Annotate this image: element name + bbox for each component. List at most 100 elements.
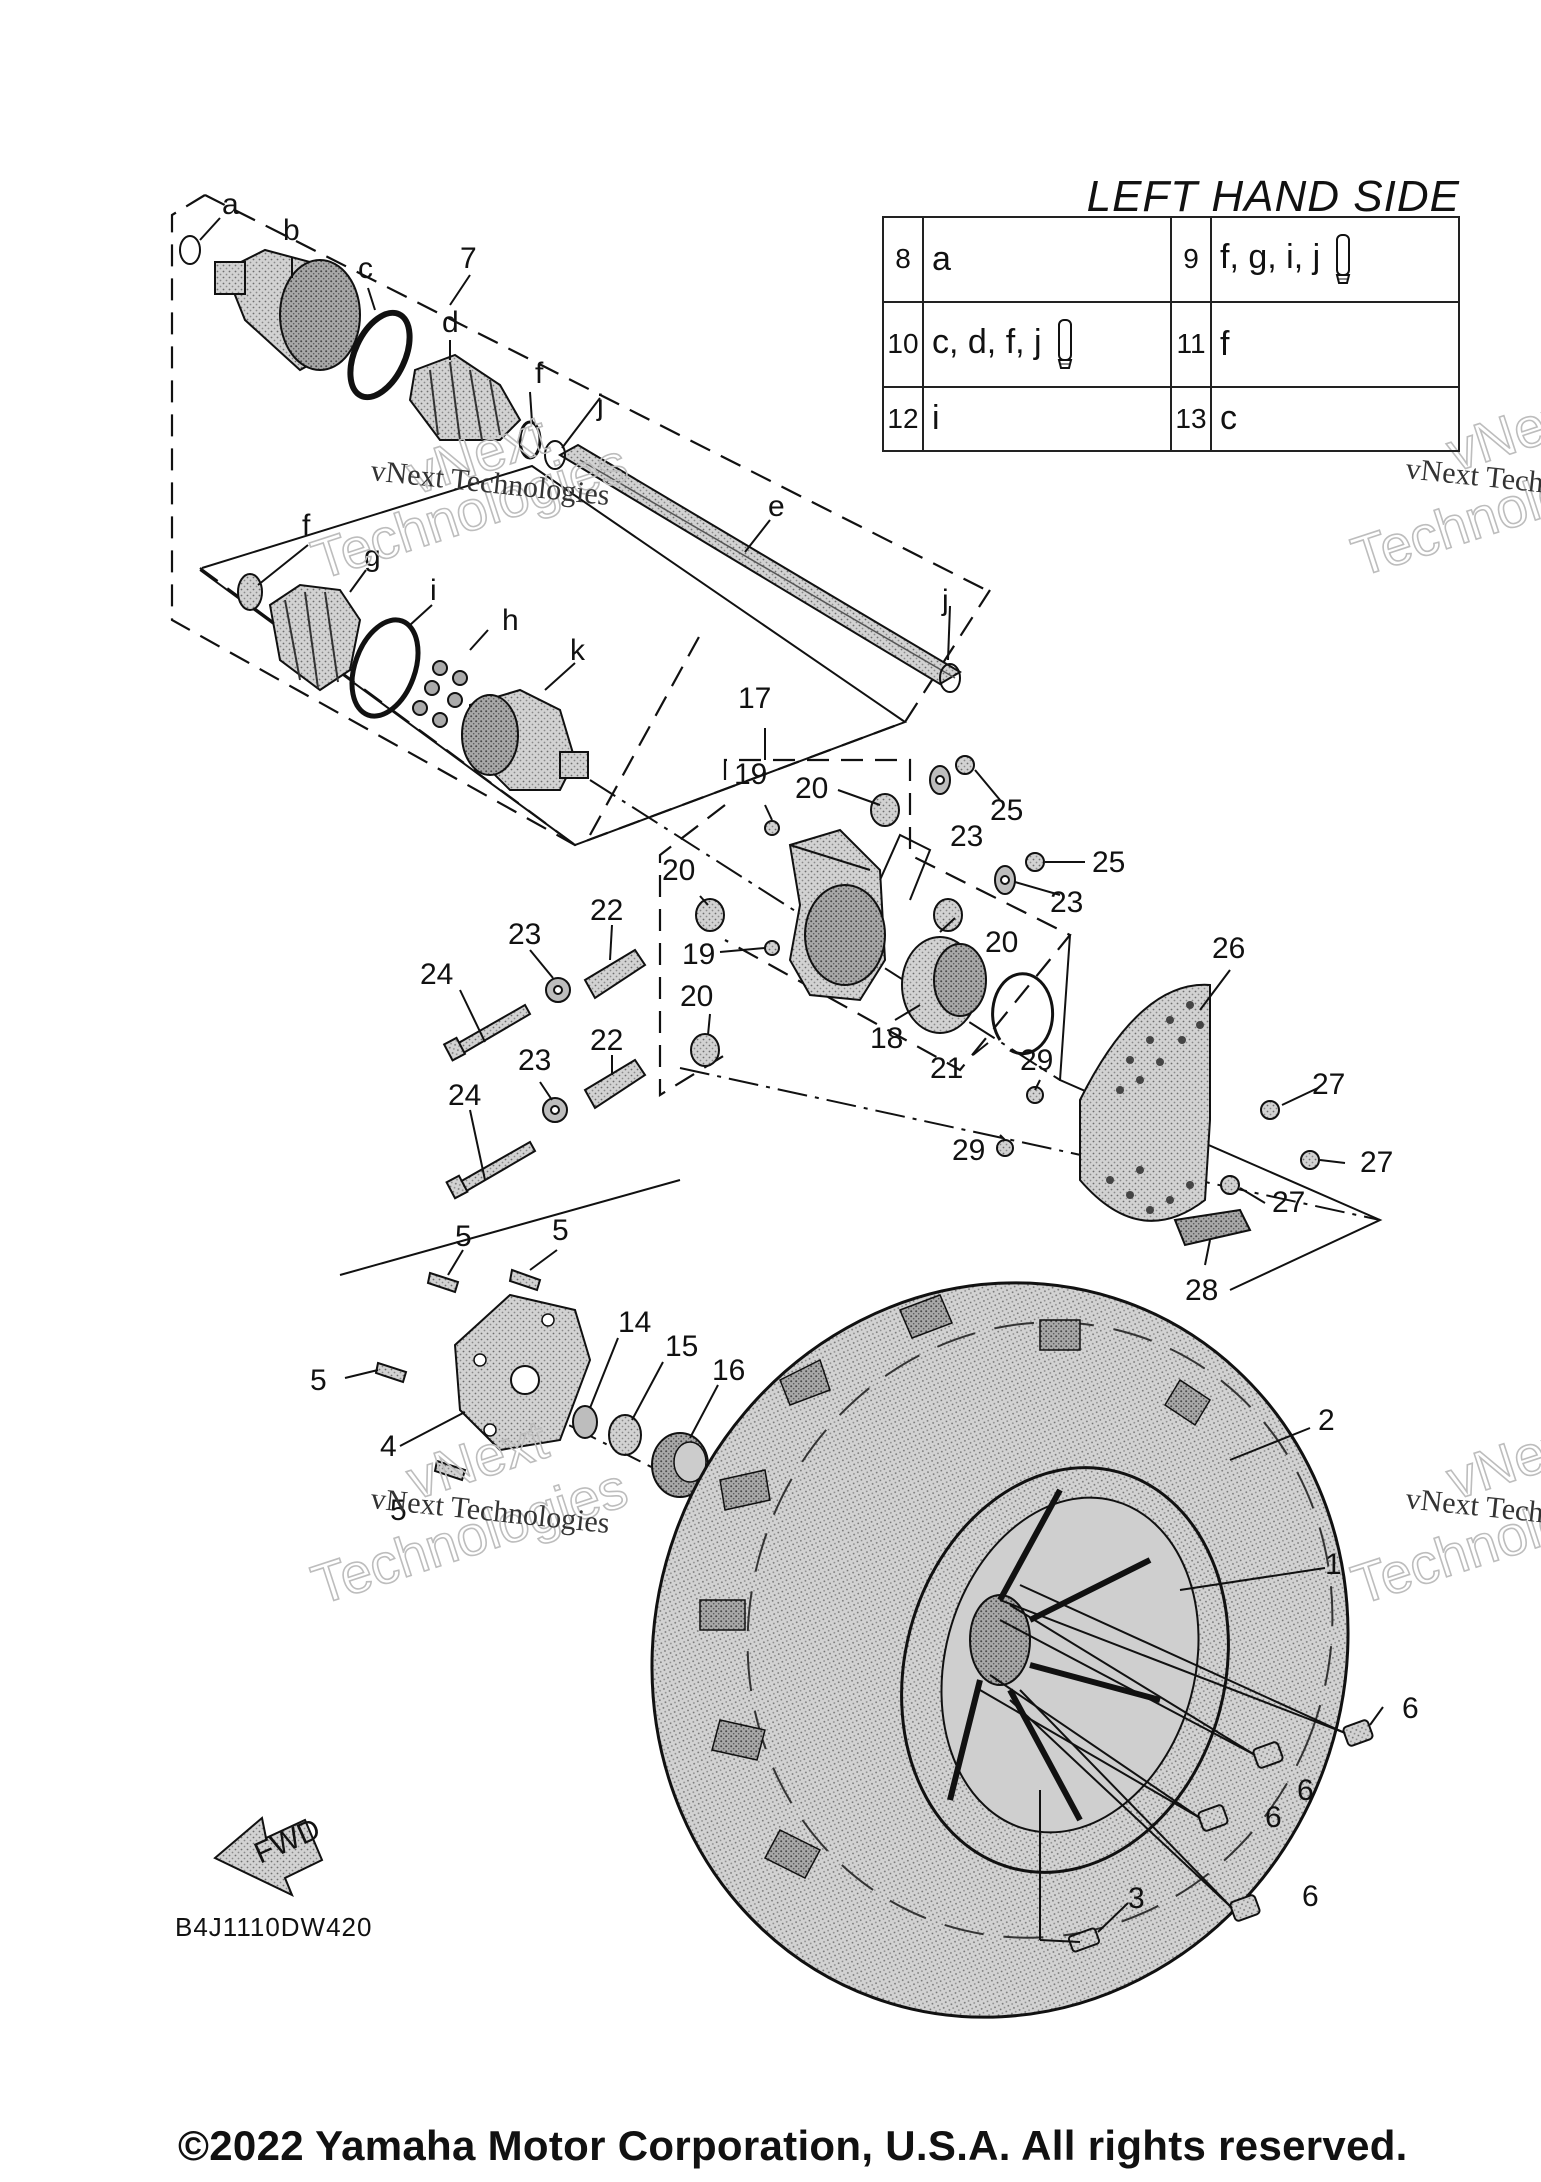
callout-c: c bbox=[358, 252, 373, 285]
callout-27a: 27 bbox=[1312, 1068, 1345, 1101]
drive-shaft-assembly-outline bbox=[170, 194, 991, 847]
bearing-18 bbox=[901, 936, 987, 1034]
legend-item-number: 12 bbox=[882, 385, 924, 453]
knuckle-17 bbox=[788, 828, 932, 1002]
callout-20a: 20 bbox=[795, 772, 828, 805]
studs-5 bbox=[374, 1268, 542, 1482]
bracket-28 bbox=[1173, 1208, 1252, 1247]
callout-a: a bbox=[222, 188, 239, 221]
callout-d: d bbox=[442, 306, 459, 339]
washer-14 bbox=[572, 1405, 598, 1439]
band-f-upper bbox=[518, 420, 542, 460]
bolts-27 bbox=[1220, 1100, 1320, 1195]
bearing-balls-h bbox=[412, 660, 468, 728]
callout-16: 16 bbox=[712, 1354, 745, 1387]
callout-j1: j bbox=[596, 389, 604, 422]
legend-item-parts: f bbox=[1210, 300, 1460, 388]
callout-20c: 20 bbox=[985, 926, 1018, 959]
brake-disc-group-box bbox=[1058, 934, 1383, 1291]
legend-item-parts: f, g, i, j bbox=[1210, 216, 1460, 303]
bolts-24 bbox=[442, 1003, 537, 1200]
callout-7: 7 bbox=[460, 242, 477, 275]
callout-23b: 23 bbox=[1050, 886, 1083, 919]
callout-29b: 29 bbox=[952, 1134, 985, 1167]
boot-g bbox=[268, 583, 362, 692]
band-f-lower bbox=[237, 573, 263, 611]
callout-h: h bbox=[502, 604, 519, 637]
callout-5d: 5 bbox=[390, 1494, 407, 1527]
legend-item-number: 8 bbox=[882, 216, 924, 303]
hub-4 bbox=[453, 1293, 592, 1452]
band-i bbox=[349, 617, 421, 719]
legend-item-parts: a bbox=[922, 216, 1172, 303]
callout-24a: 24 bbox=[420, 958, 453, 991]
bushings-20 bbox=[690, 793, 963, 1067]
callout-19a: 19 bbox=[734, 758, 767, 791]
callout-e: e bbox=[768, 490, 785, 523]
nuts-25 bbox=[955, 755, 1045, 872]
grease-tube-icon bbox=[1057, 319, 1072, 370]
callout-20b: 20 bbox=[662, 854, 695, 887]
washers-23 bbox=[542, 765, 1016, 1123]
callout-f2: f bbox=[302, 509, 311, 542]
clamp-ring-c bbox=[347, 309, 413, 401]
callout-20d: 20 bbox=[680, 980, 713, 1013]
callout-27b: 27 bbox=[1360, 1146, 1393, 1179]
cv-joint-group-box bbox=[199, 464, 908, 847]
callout-28: 28 bbox=[1185, 1274, 1218, 1307]
legend-row: 12 i 13 c bbox=[882, 385, 1460, 453]
bolts-29 bbox=[996, 1086, 1044, 1157]
leader-lines bbox=[199, 217, 1384, 1943]
callout-23c: 23 bbox=[508, 918, 541, 951]
callout-3: 3 bbox=[1128, 1882, 1145, 1915]
circlip-a bbox=[179, 235, 201, 265]
callout-5c: 5 bbox=[310, 1364, 327, 1397]
grease-nipples-19 bbox=[764, 820, 780, 956]
inner-cv-joint-k bbox=[461, 688, 589, 791]
hub-group-box bbox=[339, 1179, 681, 1276]
callout-5a: 5 bbox=[455, 1220, 472, 1253]
legend-row: 8 a 9 f, g, i, j bbox=[882, 216, 1460, 303]
callout-2: 2 bbox=[1318, 1404, 1335, 1437]
grease-tube-icon bbox=[1335, 234, 1351, 285]
lubrication-legend-table: 8 a 9 f, g, i, j 10 c, d, f, j 11 f 12 i… bbox=[882, 216, 1460, 453]
diagram-code: B4J1110DW420 bbox=[175, 1912, 373, 1942]
legend-item-number: 10 bbox=[882, 300, 924, 388]
callout-27c: 27 bbox=[1272, 1186, 1305, 1219]
forward-arrow-icon: FWD bbox=[213, 1812, 325, 1898]
callout-j2: j bbox=[941, 584, 949, 617]
brake-disc-26 bbox=[1079, 983, 1211, 1222]
legend-item-number: 9 bbox=[1170, 216, 1212, 303]
callout-23a: 23 bbox=[950, 820, 983, 853]
lug-nuts-6 bbox=[1197, 1719, 1374, 1922]
legend-item-parts: i bbox=[922, 385, 1172, 453]
callout-1: 1 bbox=[1325, 1548, 1342, 1581]
callout-6b: 6 bbox=[1297, 1774, 1314, 1807]
outer-cv-joint-b bbox=[214, 248, 361, 372]
spacer-16 bbox=[651, 1432, 709, 1498]
clip-j-upper bbox=[544, 440, 566, 470]
callout-22b: 22 bbox=[590, 1024, 623, 1057]
callout-15: 15 bbox=[665, 1330, 698, 1363]
callout-14: 14 bbox=[618, 1306, 651, 1339]
legend-item-number: 11 bbox=[1170, 300, 1212, 388]
legend-row: 10 c, d, f, j 11 f bbox=[882, 300, 1460, 388]
callout-29a: 29 bbox=[1020, 1044, 1053, 1077]
callout-17: 17 bbox=[738, 682, 771, 715]
nut-15 bbox=[608, 1414, 642, 1456]
callout-b: b bbox=[283, 214, 300, 247]
callout-22a: 22 bbox=[590, 894, 623, 927]
wheel-1 bbox=[900, 1466, 1230, 1874]
callout-19b: 19 bbox=[682, 938, 715, 971]
legend-title: LEFT HAND SIDE bbox=[1086, 172, 1460, 221]
callout-24b: 24 bbox=[448, 1079, 481, 1112]
circlip-21 bbox=[991, 972, 1055, 1056]
callout-f1: f bbox=[535, 357, 544, 390]
callout-g: g bbox=[364, 540, 381, 573]
boot-d bbox=[408, 353, 522, 441]
callout-5b: 5 bbox=[552, 1214, 569, 1247]
collars-22 bbox=[583, 948, 647, 1110]
callout-labels: a b c d f j 7 e f g i h k j 17 19 20 25 … bbox=[222, 188, 1419, 1915]
lug-leaders bbox=[979, 1584, 1346, 1909]
callout-6a: 6 bbox=[1402, 1692, 1419, 1725]
